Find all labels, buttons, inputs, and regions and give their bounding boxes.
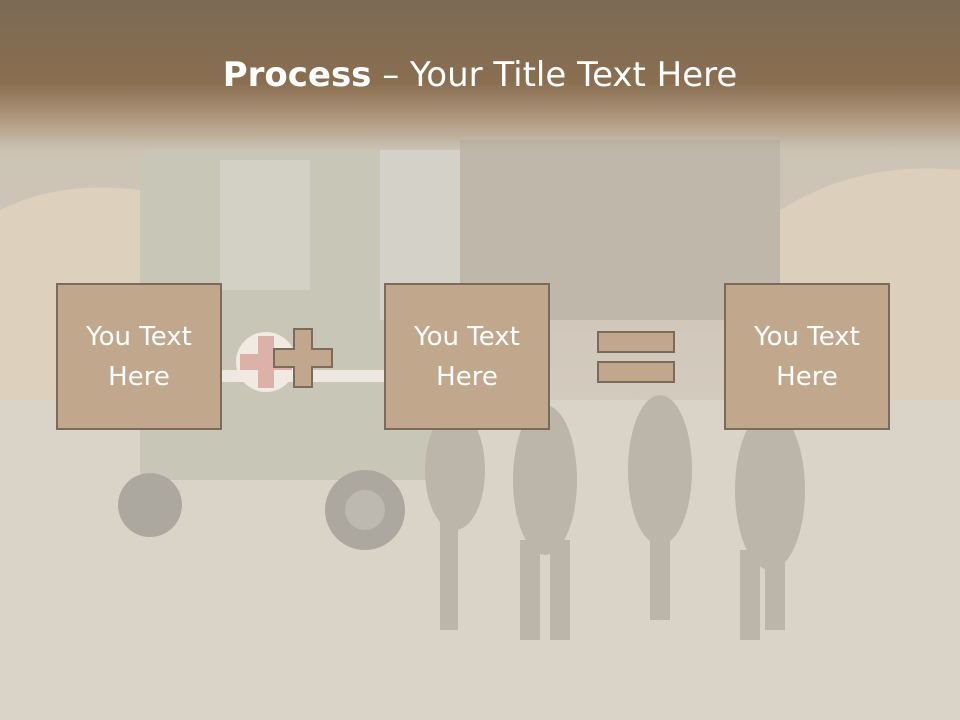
- slide-title[interactable]: Process – Your Title Text Here: [0, 52, 960, 98]
- process-box-2[interactable]: You Text Here: [384, 283, 550, 430]
- process-box-3[interactable]: You Text Here: [724, 283, 890, 430]
- process-box-3-text: You Text Here: [754, 321, 860, 392]
- process-box-2-text: You Text Here: [414, 321, 520, 392]
- header-bar: [0, 0, 960, 150]
- title-bold: Process: [222, 55, 372, 95]
- equals-icon: [597, 331, 675, 383]
- process-box-1-text: You Text Here: [86, 321, 192, 392]
- plus-icon: [273, 328, 333, 388]
- process-box-1[interactable]: You Text Here: [56, 283, 222, 430]
- title-rest: – Your Title Text Here: [371, 55, 738, 95]
